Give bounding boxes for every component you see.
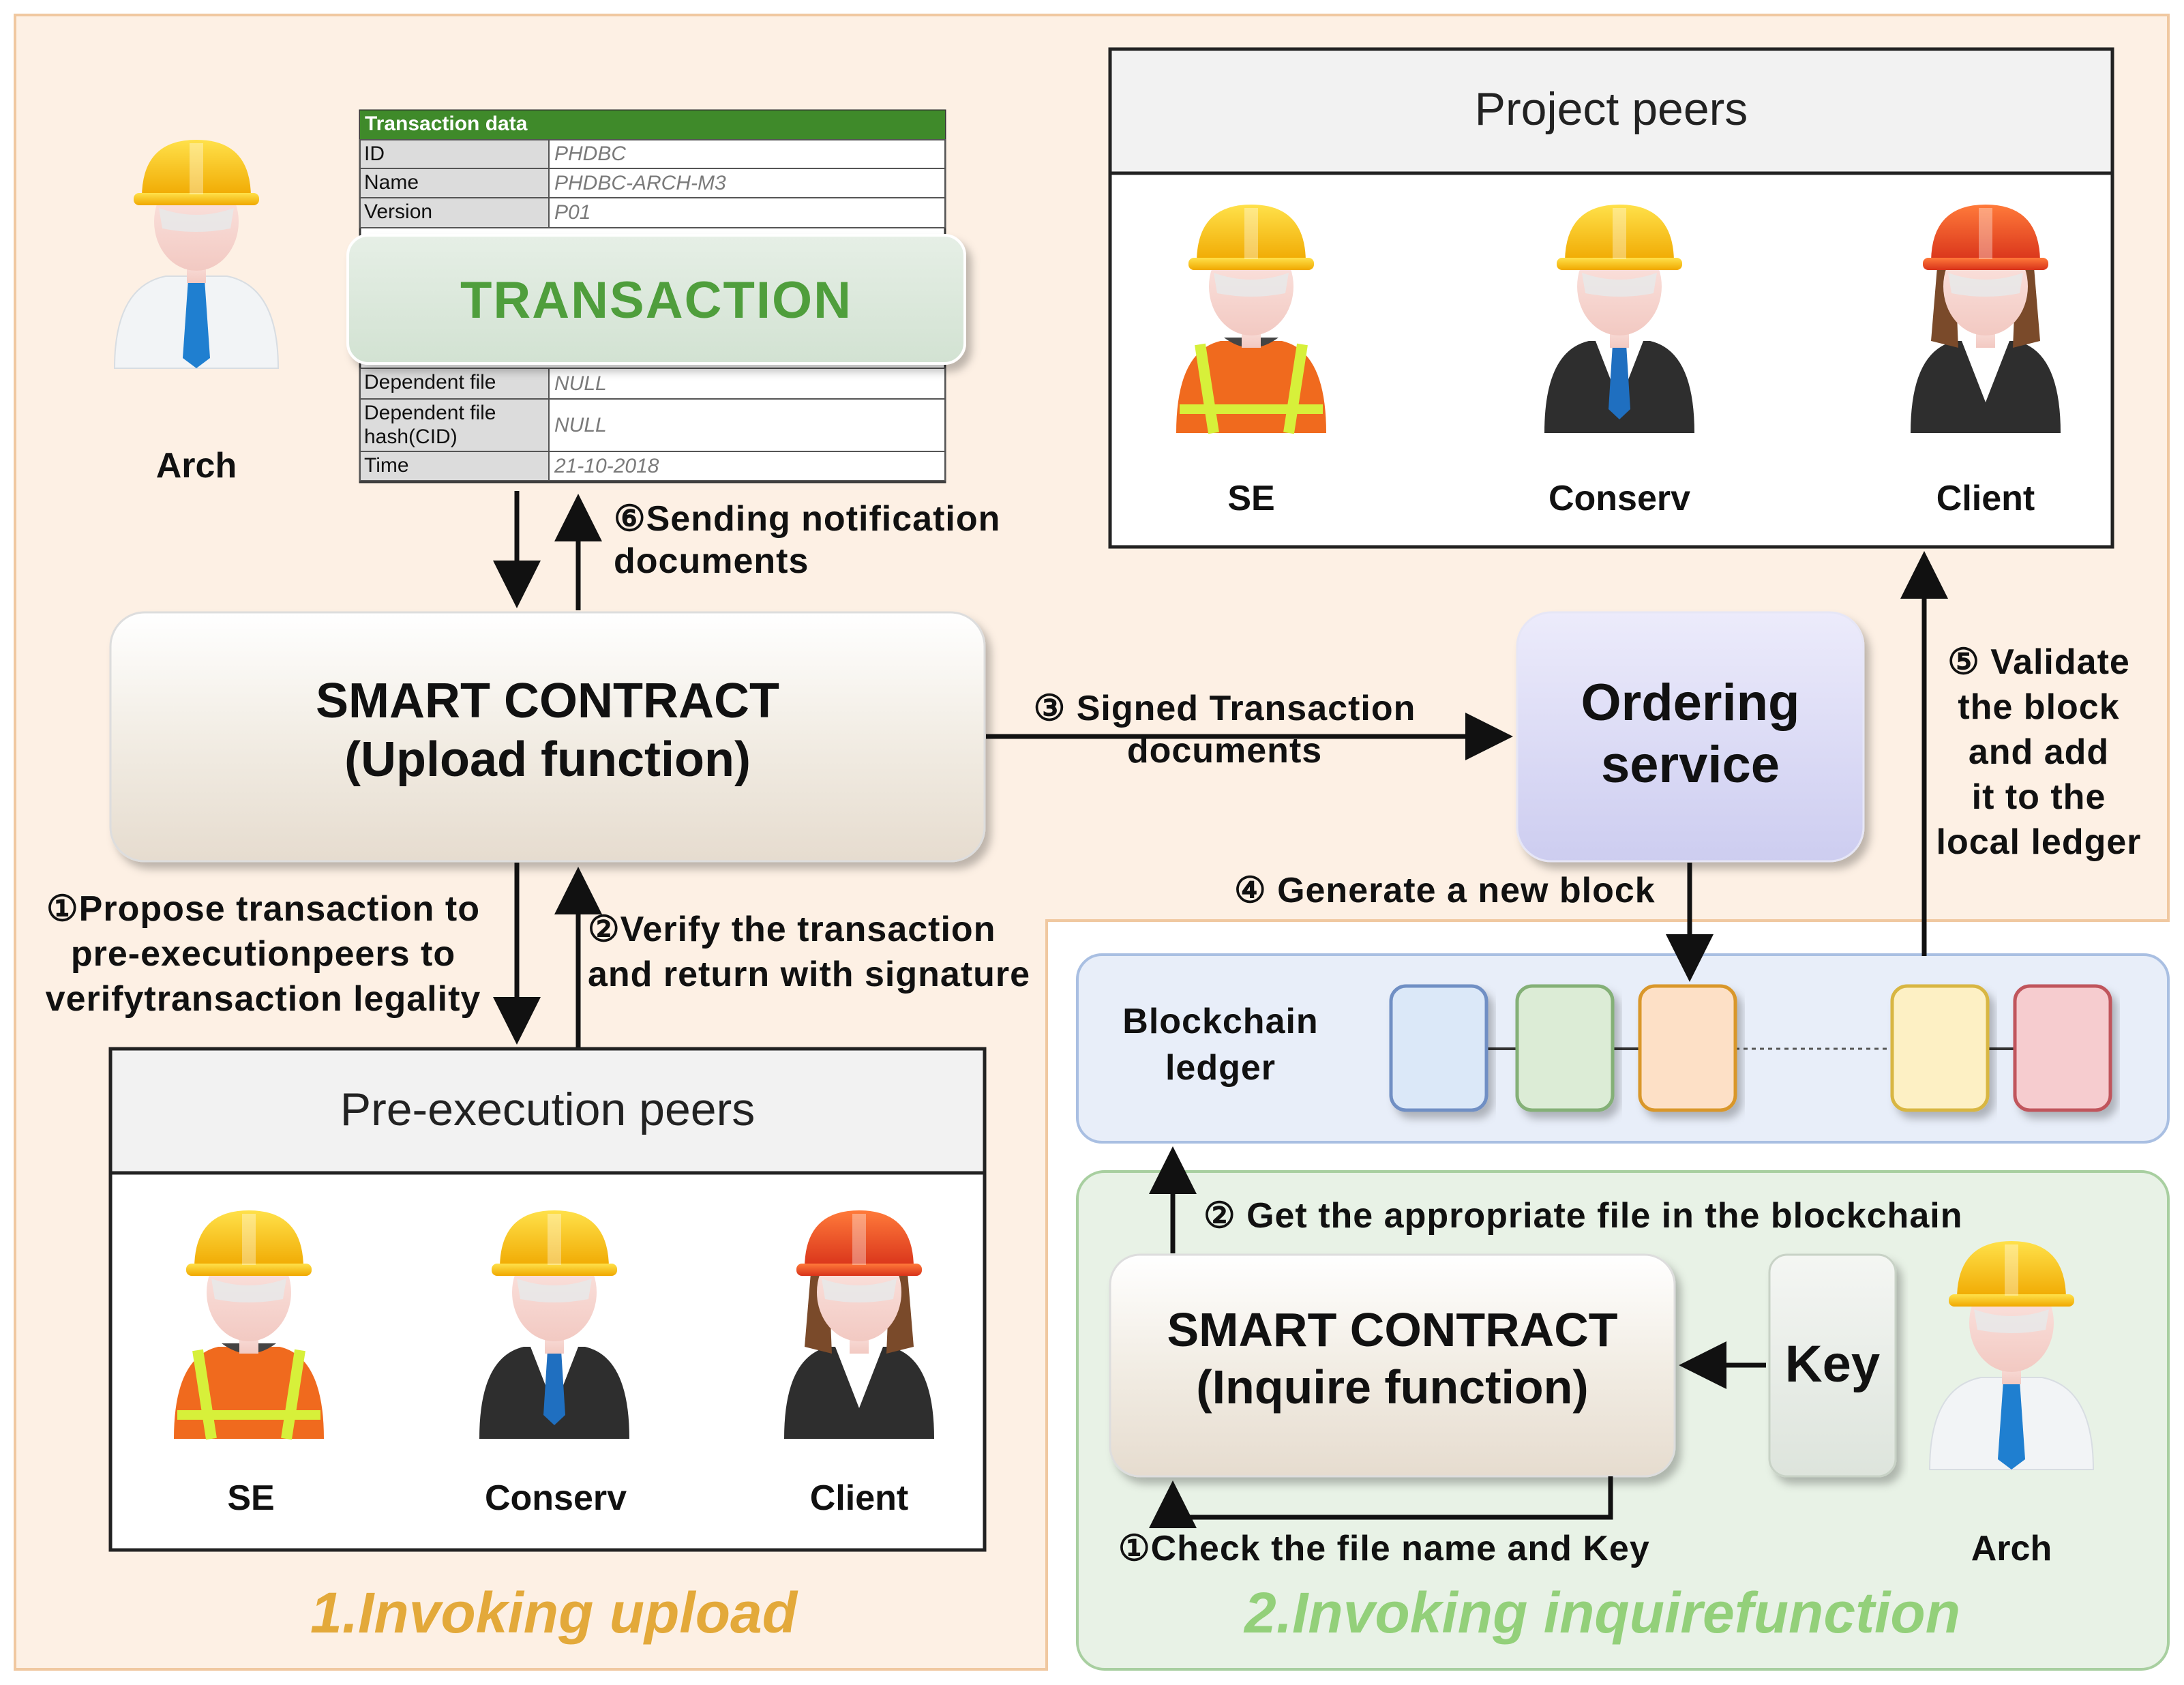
verify-line-2: and return with signature xyxy=(588,955,1031,995)
project-client-figure xyxy=(1911,205,2061,433)
ordering-line-1: Ordering xyxy=(1581,674,1800,732)
ledger-block-3 xyxy=(1638,984,1737,1112)
people-group xyxy=(113,140,2095,1470)
ledger-block-2 xyxy=(1515,984,1615,1112)
validate-line-2: the block xyxy=(1958,687,2120,728)
table-row-value: NULL xyxy=(554,372,607,395)
inquire-line-2: (Inquire function) xyxy=(1196,1360,1589,1414)
pre-peer-se-label: SE xyxy=(227,1478,275,1518)
signed-line-1: ③ Signed Transaction xyxy=(1033,689,1416,728)
key-box xyxy=(1768,1253,1897,1478)
validate-line-1: ⑤ Validate xyxy=(1947,642,2130,682)
project-peer-conserv-label: Conserv xyxy=(1548,479,1691,518)
propose-line-3: verifytransaction legality xyxy=(45,979,481,1019)
arch-top-label: Arch xyxy=(155,446,237,486)
ledger-block-5 xyxy=(2013,984,2112,1112)
validate-block-label: ⑤ Validate the block and add it to the l… xyxy=(1926,640,2151,865)
arch-bottom-label: Arch xyxy=(1971,1529,2052,1568)
pre-se-figure xyxy=(174,1210,324,1440)
pre-conserv-figure xyxy=(479,1210,629,1439)
project-conserv-figure xyxy=(1544,205,1694,433)
project-se-figure xyxy=(1176,205,1326,434)
table-row-key: Time xyxy=(364,454,409,477)
table-row-value: NULL xyxy=(554,413,607,436)
section-upload-label: 1.Invoking upload xyxy=(310,1581,798,1645)
upload-line-2: (Upload function) xyxy=(344,732,751,788)
arch-bottom-figure xyxy=(1928,1241,2095,1470)
table-value-cell xyxy=(548,197,946,228)
ordering-service-label: Ordering service xyxy=(1517,672,1864,796)
verify-transaction-label: ②Verify the transaction and return with … xyxy=(588,907,1030,997)
verify-line-1: ②Verify the transaction xyxy=(588,910,996,949)
table-row-key: Version xyxy=(364,200,433,223)
project-peer-se-label: SE xyxy=(1227,479,1275,518)
blockchain-line-2: ledger xyxy=(1165,1047,1276,1088)
ordering-line-2: service xyxy=(1600,736,1780,794)
ledger-block-4 xyxy=(1890,984,1990,1112)
smart-contract-upload-label: SMART CONTRACT (Upload function) xyxy=(110,672,985,790)
sending-line-2: documents xyxy=(614,541,809,582)
pre-peer-client-label: Client xyxy=(809,1478,909,1518)
table-row-value: 21-10-2018 xyxy=(554,454,659,477)
project-peer-client-label: Client xyxy=(1936,479,2035,518)
blockchain-line-1: Blockchain xyxy=(1122,1002,1319,1041)
table-row-key: Dependent file hash(CID) xyxy=(364,402,496,448)
check-file-label: ①Check the file name and Key xyxy=(1118,1529,1650,1568)
table-value-cell xyxy=(548,168,946,198)
key-label: Key xyxy=(1784,1335,1881,1393)
propose-line-1: ①Propose transaction to xyxy=(46,889,480,929)
table-key-cell xyxy=(359,451,550,481)
table-row-key: Dependent file xyxy=(364,371,496,393)
table-header-text: Transaction data xyxy=(365,113,528,135)
table-row-value: PHDBC xyxy=(554,143,627,165)
ledger-block-1 xyxy=(1389,984,1489,1112)
sending-notification-label: ⑥Sending notification documents xyxy=(614,498,1000,583)
get-file-label: ② Get the appropriate file in the blockc… xyxy=(1203,1196,1963,1236)
smart-contract-inquire-label: SMART CONTRACT (Inquire function) xyxy=(1110,1301,1675,1416)
pre-execution-title: Pre-execution peers xyxy=(340,1084,756,1135)
table-key-cell xyxy=(359,168,550,198)
propose-line-2: pre-executionpeers to xyxy=(70,934,456,974)
arrows xyxy=(493,491,1948,1528)
table-row-key: Name xyxy=(364,171,419,194)
table-row-key: ID xyxy=(364,143,385,165)
upload-line-1: SMART CONTRACT xyxy=(316,674,779,728)
table-value-cell xyxy=(548,451,946,481)
table-value-cell xyxy=(548,139,946,169)
propose-transaction-label: ①Propose transaction to pre-executionpee… xyxy=(25,886,502,1022)
section-inquire-label: 2.Invoking inquirefunction xyxy=(1244,1581,1960,1645)
blockchain-ledger-label: Blockchain ledger xyxy=(1105,999,1336,1091)
inquire-line-1: SMART CONTRACT xyxy=(1167,1303,1618,1356)
table-row-value: P01 xyxy=(554,201,591,224)
transaction-badge-text: TRANSACTION xyxy=(460,271,853,329)
blockchain-ledger xyxy=(1076,953,2170,1144)
arch-top-figure xyxy=(113,140,280,369)
pre-peer-conserv-label: Conserv xyxy=(484,1478,627,1518)
table-value-cell xyxy=(548,398,946,452)
table-row-value: PHDBC-ARCH-M3 xyxy=(554,171,726,194)
smart-contract-upload-box xyxy=(109,611,986,863)
arrow-check-loop xyxy=(1149,1476,1613,1528)
table-key-cell xyxy=(359,139,550,169)
project-peers-title: Project peers xyxy=(1474,83,1748,135)
table-value-cell xyxy=(548,368,946,400)
ordering-service-box xyxy=(1516,611,1865,863)
smart-contract-inquire-box xyxy=(1109,1253,1676,1478)
transaction-badge xyxy=(346,234,966,365)
signed-line-2: documents xyxy=(1126,731,1323,771)
generate-block-label: ④ Generate a new block xyxy=(1234,871,1656,910)
validate-line-3: and add xyxy=(1968,732,2110,773)
signed-transaction-label: ③ Signed Transaction documents xyxy=(1020,687,1429,773)
sending-line-1: ⑥Sending notification xyxy=(614,499,1001,539)
validate-line-4: it to the xyxy=(1971,777,2106,818)
pre-client-figure xyxy=(784,1210,934,1439)
validate-line-5: local ledger xyxy=(1936,822,2142,863)
